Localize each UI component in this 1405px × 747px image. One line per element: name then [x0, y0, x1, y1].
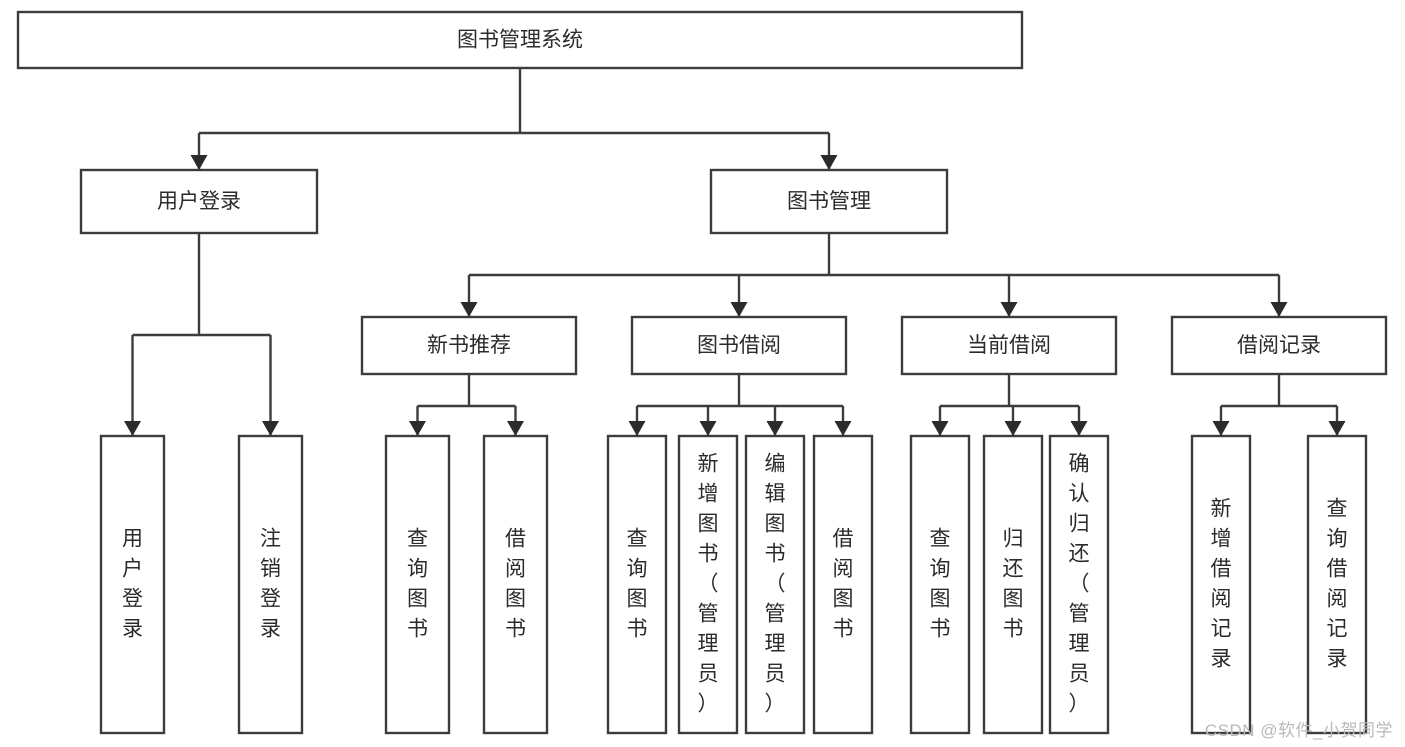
flow-node-l4[interactable]: 借阅图书 — [482, 434, 549, 735]
node-box — [709, 168, 949, 235]
node-box — [99, 434, 166, 735]
node-box — [1170, 315, 1388, 376]
node-label: 注销登录 — [260, 527, 281, 640]
flow-node-n_record[interactable]: 借阅记录 — [1170, 315, 1388, 376]
node-box — [900, 315, 1118, 376]
node-box — [360, 315, 578, 376]
flow-node-root[interactable]: 图书管理系统 — [16, 10, 1024, 70]
flow-node-l12[interactable]: 新增借阅记录 — [1190, 434, 1252, 735]
node-box — [384, 434, 451, 735]
arrow-head-icon — [507, 421, 524, 436]
node-label: 查询图书 — [930, 527, 951, 640]
flow-node-n_new_book[interactable]: 新书推荐 — [360, 315, 578, 376]
arrow-head-icon — [820, 155, 838, 170]
arrow-head-icon — [1328, 421, 1346, 436]
flow-node-l6[interactable]: 新增图书（管理员） — [677, 434, 739, 735]
node-box — [744, 434, 806, 735]
arrow-head-icon — [1212, 421, 1230, 436]
flow-node-n_borrow[interactable]: 图书借阅 — [630, 315, 848, 376]
node-label: 查询图书 — [407, 527, 428, 640]
node-label: 图书管理 — [787, 190, 871, 213]
arrow-head-icon — [262, 421, 279, 436]
flow-node-l10[interactable]: 归还图书 — [982, 434, 1044, 735]
flow-node-l1[interactable]: 用户登录 — [99, 434, 166, 735]
node-label: 借阅记录 — [1237, 334, 1321, 357]
arrow-head-icon — [628, 421, 646, 436]
node-label: 新书推荐 — [427, 334, 511, 357]
node-label: 当前借阅 — [967, 334, 1051, 357]
arrow-head-icon — [931, 421, 949, 436]
node-label: 新增图书（管理员） — [698, 452, 719, 715]
arrow-head-icon — [1004, 421, 1022, 436]
node-box — [812, 434, 874, 735]
node-label: 用户登录 — [157, 190, 241, 213]
watermark-text: CSDN @软件_小贺同学 — [1204, 721, 1393, 740]
arrow-head-icon — [730, 302, 748, 317]
node-label: 归还图书 — [1003, 527, 1024, 640]
flow-node-l5[interactable]: 查询图书 — [606, 434, 668, 735]
node-box — [1190, 434, 1252, 735]
flow-node-n_user_login[interactable]: 用户登录 — [79, 168, 319, 235]
flow-node-l3[interactable]: 查询图书 — [384, 434, 451, 735]
node-label: 借阅图书 — [833, 527, 854, 640]
node-box — [909, 434, 971, 735]
node-label: 查询借阅记录 — [1327, 497, 1348, 670]
flow-node-l2[interactable]: 注销登录 — [237, 434, 304, 735]
node-box — [1306, 434, 1368, 735]
node-box — [630, 315, 848, 376]
node-label: 编辑图书（管理员） — [765, 452, 786, 715]
node-label: 图书管理系统 — [457, 29, 583, 52]
node-box — [606, 434, 668, 735]
arrow-head-icon — [409, 421, 426, 436]
flow-node-l13[interactable]: 查询借阅记录 — [1306, 434, 1368, 735]
flow-node-n_current[interactable]: 当前借阅 — [900, 315, 1118, 376]
arrow-head-icon — [766, 421, 784, 436]
node-label: 新增借阅记录 — [1211, 497, 1232, 670]
node-box — [677, 434, 739, 735]
arrow-head-icon — [1270, 302, 1288, 317]
flow-node-n_book_mgmt[interactable]: 图书管理 — [709, 168, 949, 235]
node-box — [237, 434, 304, 735]
arrow-head-icon — [1070, 421, 1088, 436]
flow-node-l9[interactable]: 查询图书 — [909, 434, 971, 735]
arrow-head-icon — [699, 421, 717, 436]
flow-node-l11[interactable]: 确认归还（管理员） — [1048, 434, 1110, 735]
node-layer: 图书管理系统用户登录图书管理新书推荐图书借阅当前借阅借阅记录用户登录注销登录查询… — [16, 10, 1388, 735]
node-box — [482, 434, 549, 735]
arrow-head-icon — [834, 421, 852, 436]
arrow-head-icon — [190, 155, 208, 170]
connector-layer — [124, 68, 1346, 436]
node-label: 借阅图书 — [505, 527, 526, 640]
node-box — [79, 168, 319, 235]
node-label: 图书借阅 — [697, 334, 781, 357]
node-label: 确认归还（管理员） — [1069, 452, 1090, 715]
node-label: 用户登录 — [122, 527, 143, 640]
arrow-head-icon — [1000, 302, 1018, 317]
node-box — [16, 10, 1024, 70]
arrow-head-icon — [124, 421, 141, 436]
arrow-head-icon — [460, 302, 478, 317]
node-box — [1048, 434, 1110, 735]
flow-node-l7[interactable]: 编辑图书（管理员） — [744, 434, 806, 735]
flow-node-l8[interactable]: 借阅图书 — [812, 434, 874, 735]
node-box — [982, 434, 1044, 735]
node-label: 查询图书 — [627, 527, 648, 640]
